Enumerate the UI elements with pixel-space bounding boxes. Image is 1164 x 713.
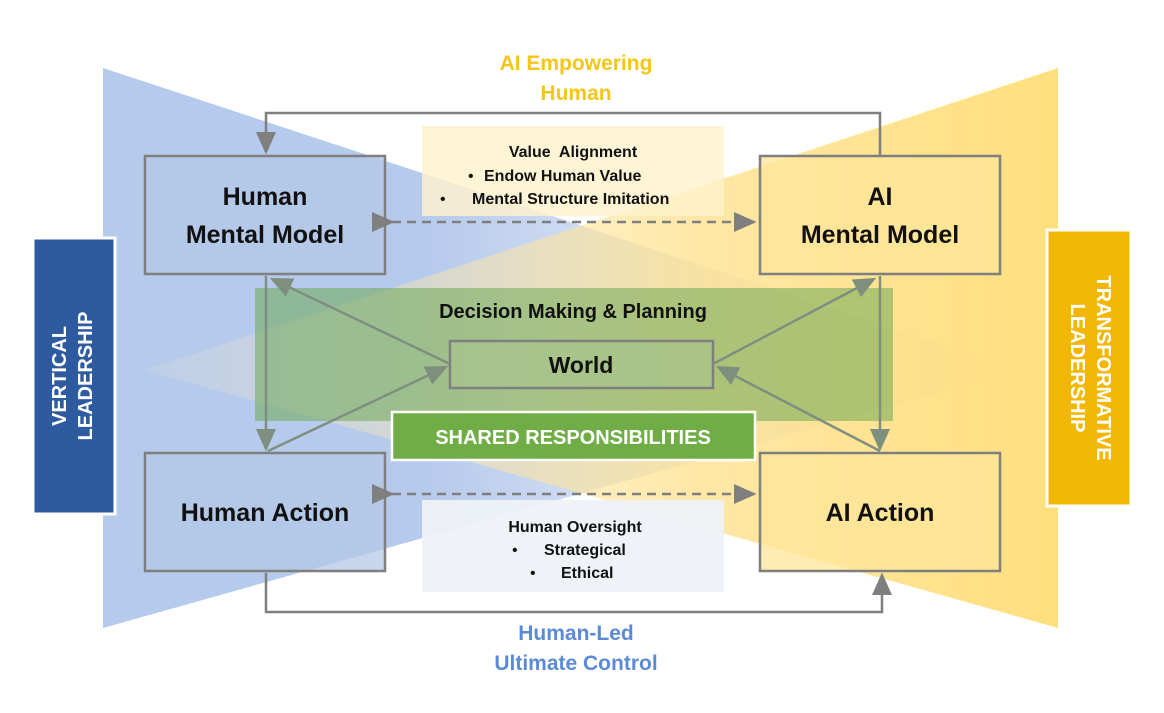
- human-oversight-bullet-2: •: [530, 565, 536, 582]
- value-alignment-bullet-1: •: [468, 168, 474, 185]
- bottom-caption-line1: Human-Led: [518, 622, 634, 645]
- human-mental-model-line1: Human: [223, 183, 308, 211]
- top-loop-line: [256, 111, 882, 155]
- world-to-ai-mm-arrow: [712, 277, 877, 366]
- shared-responsibilities-label: SHARED RESPONSIBILITIES: [435, 427, 711, 449]
- human-action-label: Human Action: [181, 499, 350, 527]
- bottom-loop-line: [264, 572, 892, 614]
- ai-mental-model-line2: Mental Model: [801, 221, 959, 249]
- vertical-leadership-line2: LEADERSHIP: [75, 312, 97, 441]
- world-label: World: [549, 352, 614, 378]
- shared-responsibilities-badge: [390, 410, 757, 462]
- value-alignment-item-2: Mental Structure Imitation: [472, 191, 669, 208]
- ai-action-label: AI Action: [826, 499, 935, 527]
- human-oversight-item-1: Strategical: [544, 542, 626, 559]
- world-box: [448, 339, 715, 390]
- human-action-box: [143, 451, 387, 573]
- ai-action-to-world-arrow: [715, 365, 881, 453]
- ai-action-box: [758, 451, 1002, 573]
- value-alignment-item-1: Endow Human Value: [484, 168, 641, 185]
- world-to-human-mm-arrow: [269, 277, 451, 366]
- decision-band-label: Decision Making & Planning: [439, 301, 707, 323]
- transformative-leadership-line2: LEADERSHIP: [1066, 304, 1088, 433]
- vertical-leadership-line1: VERTICAL: [49, 326, 71, 426]
- value-alignment-panel: [422, 126, 724, 216]
- transformative-leadership-line1: TRANSFORMATIVE: [1092, 275, 1114, 460]
- value-alignment-bullet-2: •: [440, 191, 446, 208]
- human-oversight-title: Human Oversight: [508, 519, 642, 536]
- human-oversight-bullet-1: •: [512, 542, 518, 559]
- transformative-leadership-banner: [1045, 228, 1133, 508]
- human-mental-model-line2: Mental Model: [186, 221, 344, 249]
- ai-mental-model-line1: AI: [868, 183, 893, 211]
- human-action-to-world-arrow: [267, 365, 449, 453]
- value-alignment-title: Value Alignment: [509, 144, 638, 161]
- human-oversight-item-2: Ethical: [561, 565, 613, 582]
- top-caption-line2: Human: [540, 82, 611, 105]
- human-oversight-panel: [422, 500, 724, 592]
- ai-mental-model-box: [758, 154, 1002, 276]
- vertical-leadership-banner: [31, 236, 117, 516]
- bottom-caption-line2: Ultimate Control: [494, 652, 657, 675]
- human-mental-model-box: [143, 154, 387, 276]
- top-caption-line1: AI Empowering: [500, 52, 653, 75]
